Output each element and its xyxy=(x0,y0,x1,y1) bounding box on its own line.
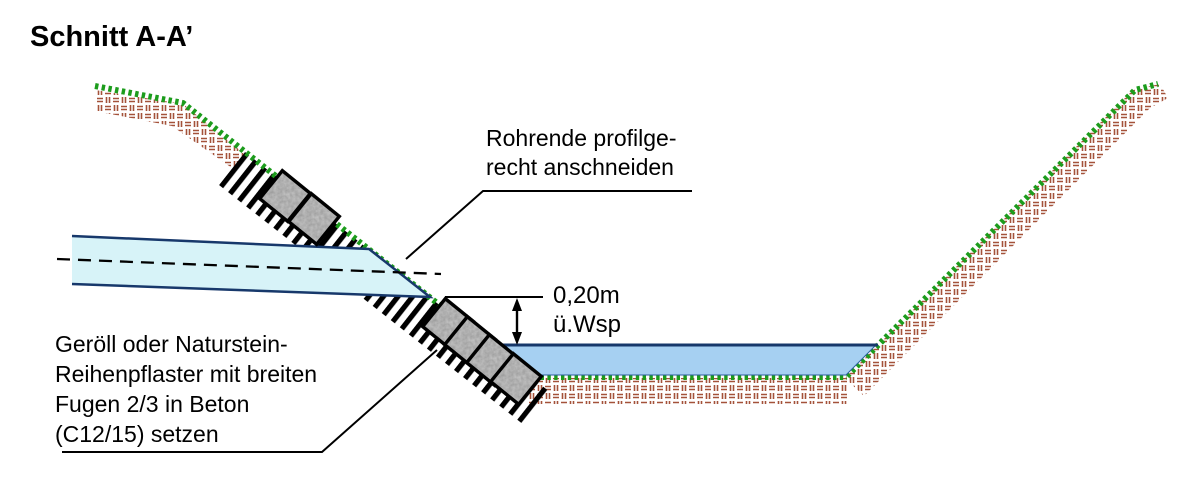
pipe-note-line-1: Rohrende profilge- xyxy=(486,125,677,151)
pipe-centerline xyxy=(56,257,442,276)
left-embankment-soil-hatch xyxy=(95,90,247,168)
dimension-reference: ü.Wsp xyxy=(553,311,621,338)
pipe-note-line-2: recht anschneiden xyxy=(486,154,674,180)
paving-note-line-4: (C12/15) setzen xyxy=(55,421,219,447)
channel-bed-soil-hatch xyxy=(527,378,849,404)
dimension-value: 0,20m xyxy=(553,282,620,309)
leader-line-paving-note xyxy=(62,349,438,453)
grass-line-left xyxy=(94,83,533,380)
dimension-label: 0,20m ü.Wsp xyxy=(553,282,621,338)
leader-line-pipe-note xyxy=(405,190,692,260)
section-title: Schnitt A-A’ xyxy=(30,21,193,53)
dimension-020m xyxy=(445,296,543,345)
paving-note-label: Geröll oder Naturstein- Reihenpflaster m… xyxy=(55,331,317,447)
pipe-note-label: Rohrende profilge- recht anschneiden xyxy=(486,125,677,180)
water-body xyxy=(489,343,878,376)
paving-note-line-1: Geröll oder Naturstein- xyxy=(55,331,288,357)
paving-note-line-2: Reihenpflaster mit breiten xyxy=(55,361,317,387)
dimension-arrowhead-up xyxy=(512,298,522,311)
paving-note-line-3: Fugen 2/3 in Beton xyxy=(55,391,249,417)
right-embankment-soil-hatch xyxy=(845,84,1168,396)
grass-line-right xyxy=(844,81,1159,379)
dimension-arrowhead-down xyxy=(512,332,522,345)
